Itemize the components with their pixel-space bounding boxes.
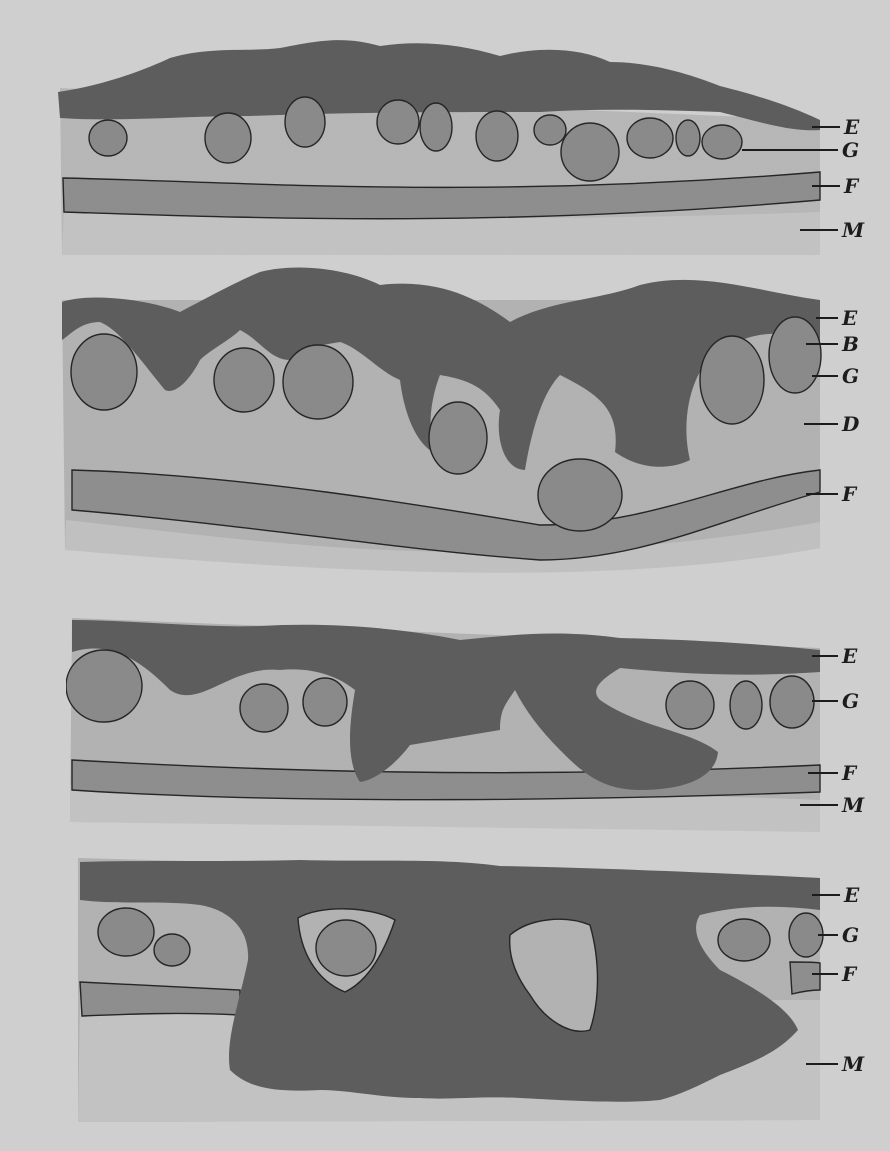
label-f: F xyxy=(841,482,858,506)
gland xyxy=(303,678,347,726)
gland xyxy=(676,120,700,156)
gland xyxy=(71,334,137,410)
gland xyxy=(476,111,518,161)
label-m: M xyxy=(841,793,865,817)
label-g: G xyxy=(842,689,859,713)
gland xyxy=(66,650,142,722)
label-g: G xyxy=(842,138,859,162)
gland xyxy=(700,336,764,424)
gland xyxy=(420,103,452,151)
label-b: B xyxy=(841,332,859,356)
label-m: M xyxy=(841,1052,865,1076)
label-d: D xyxy=(841,412,860,436)
gland xyxy=(718,919,770,961)
label-e: E xyxy=(841,644,858,668)
gland xyxy=(789,913,823,957)
gland xyxy=(89,120,127,156)
gland xyxy=(770,676,814,728)
gland xyxy=(730,681,762,729)
label-f: F xyxy=(843,174,860,198)
gland xyxy=(666,681,714,729)
gland xyxy=(283,345,353,419)
label-g: G xyxy=(842,364,859,388)
gland xyxy=(627,118,673,158)
gland xyxy=(154,934,190,966)
gland xyxy=(429,402,487,474)
gland xyxy=(316,920,376,976)
panel-4: E G F M xyxy=(78,858,865,1122)
label-g: G xyxy=(842,923,859,947)
gland xyxy=(285,97,325,147)
gland xyxy=(240,684,288,732)
panel-2: E B G D F xyxy=(62,268,860,573)
gland xyxy=(377,100,419,144)
gland xyxy=(534,115,566,145)
gland xyxy=(98,908,154,956)
gland xyxy=(214,348,274,412)
gland xyxy=(769,317,821,393)
label-e: E xyxy=(843,115,860,139)
gland xyxy=(538,459,622,531)
panel-4-fibrous-band-right xyxy=(790,962,820,994)
gland xyxy=(702,125,742,159)
label-e: E xyxy=(841,306,858,330)
gland xyxy=(561,123,619,181)
panel-3: E G F M xyxy=(66,618,865,832)
gland xyxy=(205,113,251,163)
label-f: F xyxy=(841,761,858,785)
label-f: F xyxy=(841,962,858,986)
label-m: M xyxy=(841,218,865,242)
label-e: E xyxy=(843,883,860,907)
